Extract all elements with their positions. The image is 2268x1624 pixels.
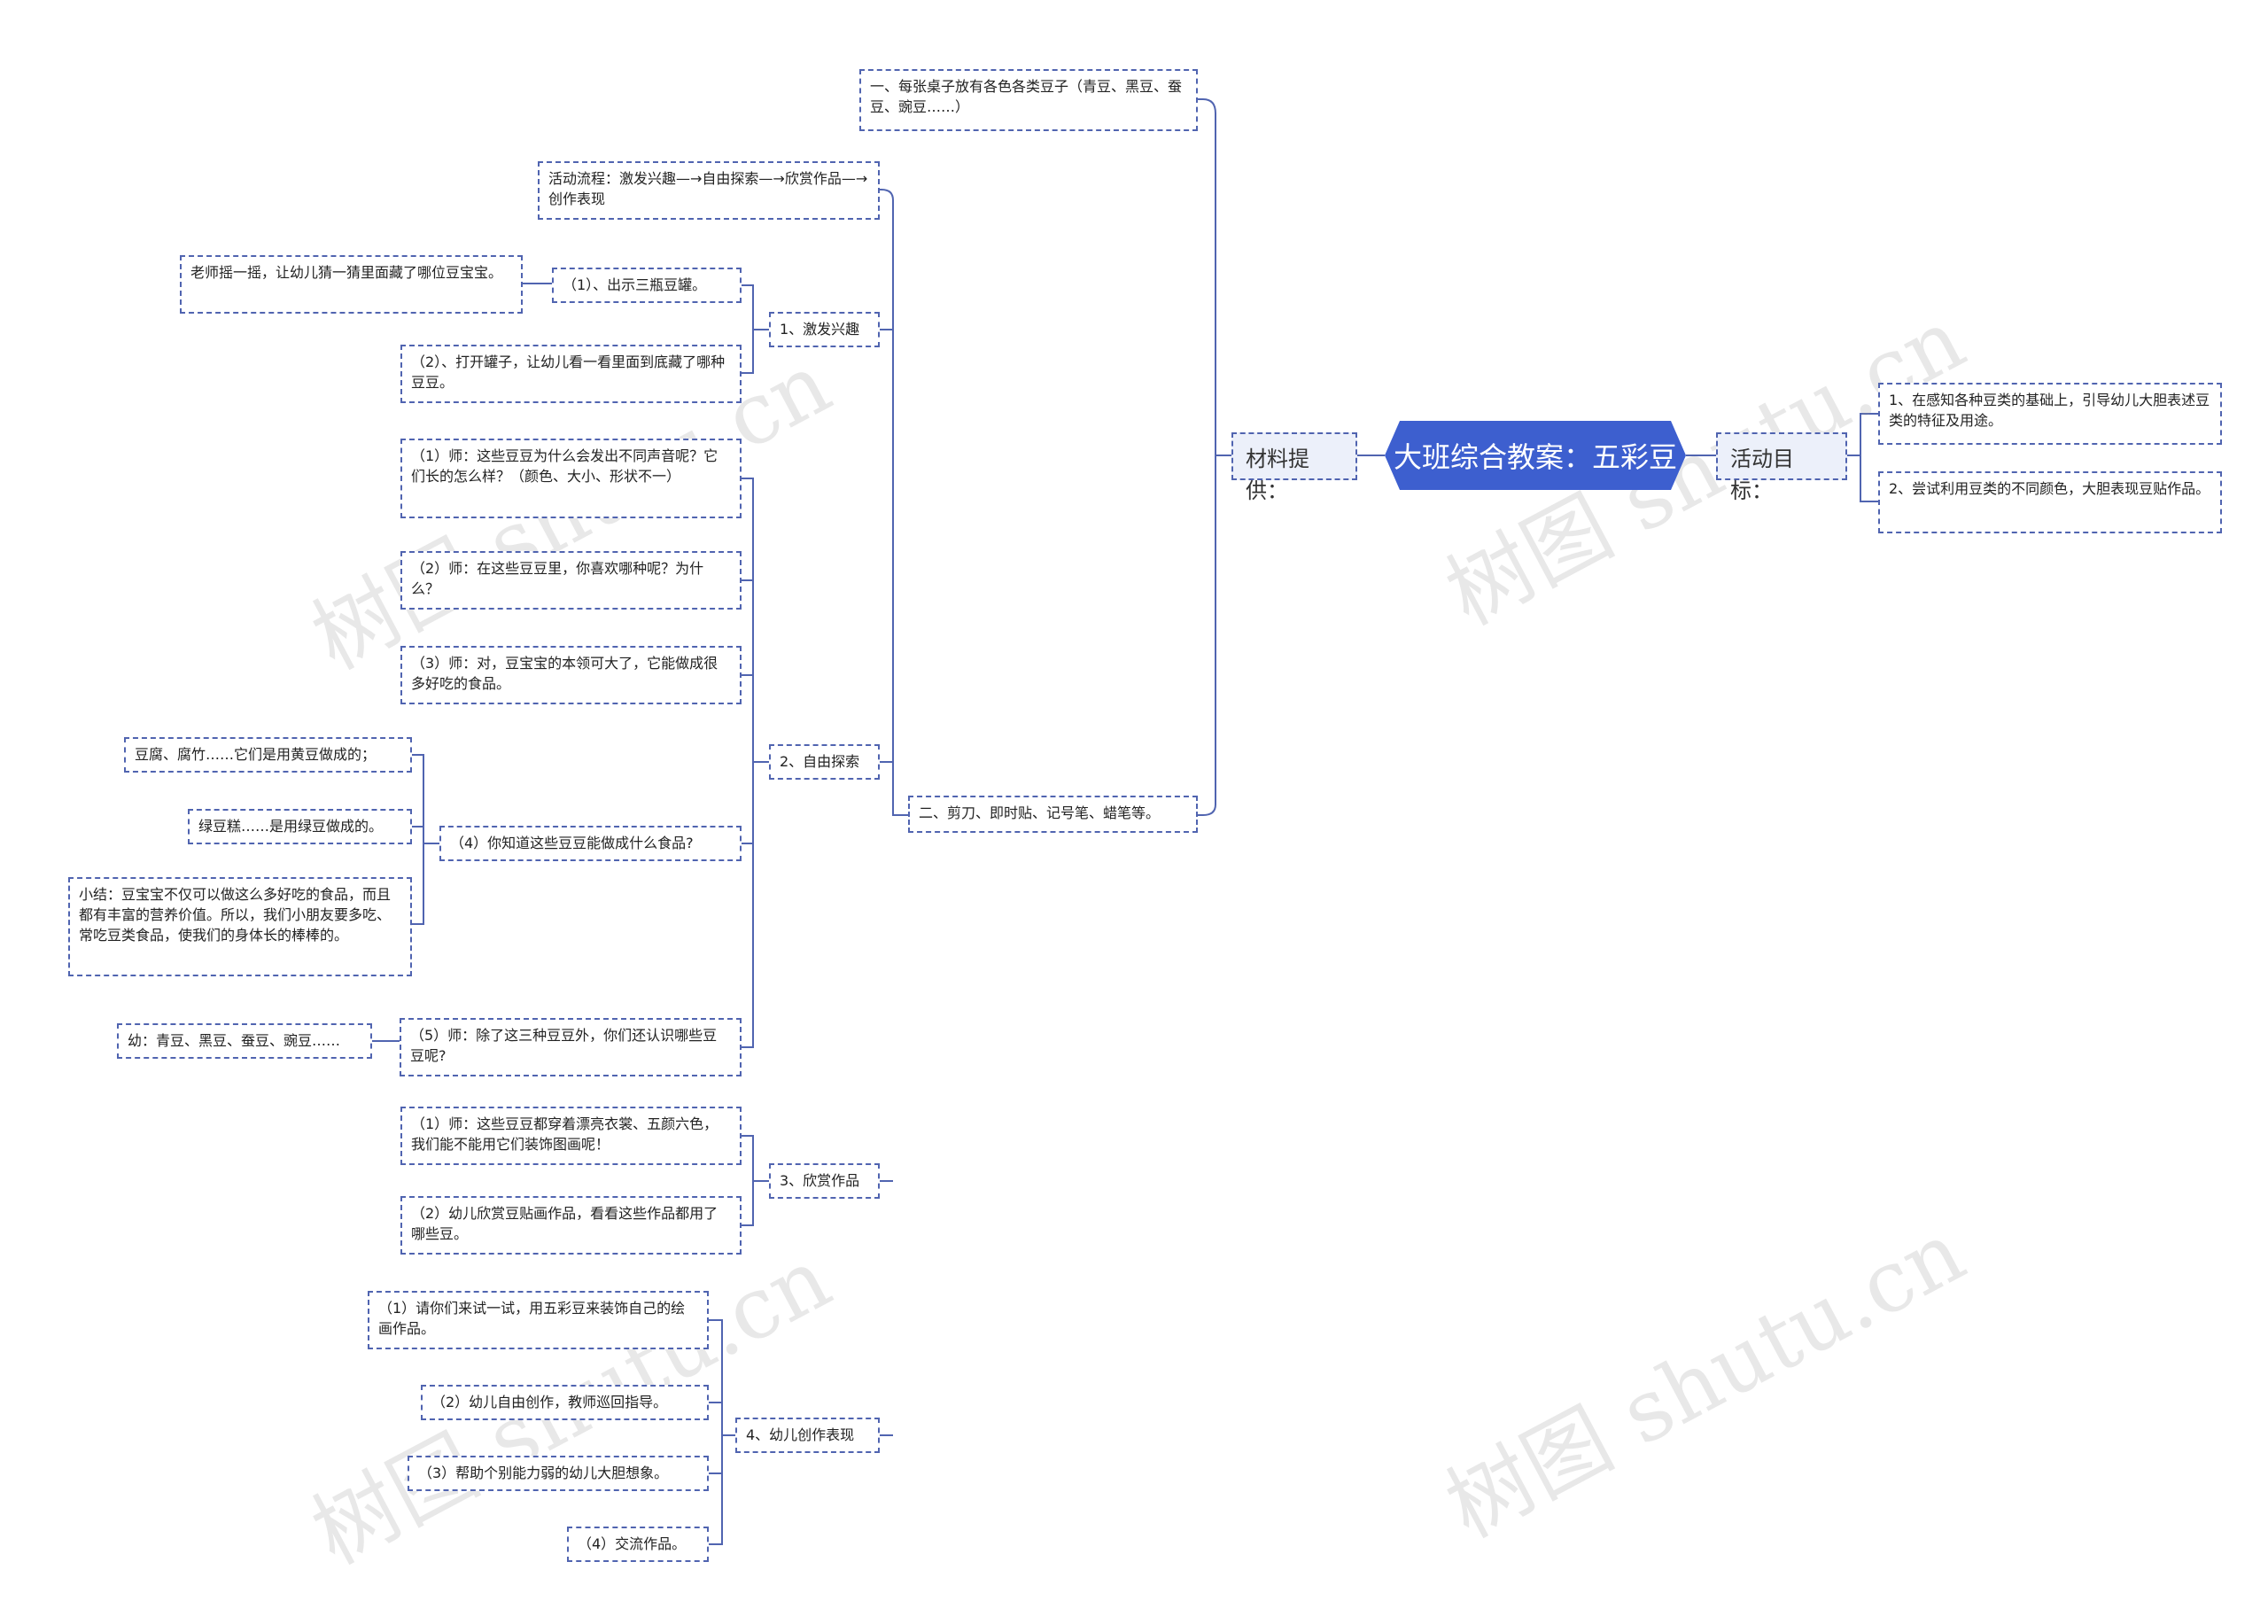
goals-branch-label: 活动目标：	[1730, 447, 1794, 503]
step-item-label: （1）请你们来试一试，用五彩豆来装饰自己的绘画作品。	[378, 1300, 686, 1337]
step-node[interactable]: 4、幼儿创作表现	[735, 1418, 880, 1453]
step-item[interactable]: （1）师：这些豆豆都穿着漂亮衣裳、五颜六色，我们能不能用它们装饰图画呢！	[400, 1107, 742, 1165]
material-item-label: 二、剪刀、即时贴、记号笔、蜡笔等。	[919, 804, 1161, 821]
goal-item-label: 1、在感知各种豆类的基础上，引导幼儿大胆表述豆类的特征及用途。	[1889, 392, 2210, 429]
detail-item[interactable]: 豆腐、腐竹……它们是用黄豆做成的；	[124, 737, 412, 773]
step-item-label: （3）师：对，豆宝宝的本领可大了，它能做成很多好吃的食品。	[411, 655, 718, 692]
step-node-label: 4、幼儿创作表现	[746, 1426, 855, 1443]
step-node[interactable]: 2、自由探索	[769, 744, 880, 780]
step-node-label: 3、欣赏作品	[780, 1172, 860, 1189]
step-item[interactable]: （2）师：在这些豆豆里，你喜欢哪种呢？为什么？	[400, 551, 742, 610]
step-item-label: （2）幼儿欣赏豆贴画作品，看看这些作品都用了哪些豆。	[411, 1205, 718, 1242]
goal-item-label: 2、尝试利用豆类的不同颜色，大胆表现豆贴作品。	[1889, 480, 2210, 497]
step-item-label: （2）幼儿自由创作，教师巡回指导。	[431, 1394, 668, 1410]
materials-branch[interactable]: 材料提供：	[1231, 432, 1357, 503]
detail-item-label: 豆腐、腐竹……它们是用黄豆做成的；	[135, 746, 377, 763]
step-item-label: （2）、打开罐子，让幼儿看一看里面到底藏了哪种豆豆。	[411, 354, 726, 391]
step-item[interactable]: （2）幼儿自由创作，教师巡回指导。	[421, 1385, 709, 1420]
step-item[interactable]: （1）请你们来试一试，用五彩豆来装饰自己的绘画作品。	[368, 1291, 709, 1349]
step-item[interactable]: （3）帮助个别能力弱的幼儿大胆想象。	[408, 1456, 709, 1491]
materials-branch-label: 材料提供：	[1246, 447, 1309, 503]
step-node-label: 1、激发兴趣	[780, 321, 860, 338]
root-topic-label: 大班综合教案：五彩豆	[1393, 440, 1677, 474]
step-item-label: （1）、出示三瓶豆罐。	[563, 276, 707, 293]
root-topic[interactable]: 大班综合教案：五彩豆	[1385, 421, 1686, 490]
step-item[interactable]: （3）师：对，豆宝宝的本领可大了，它能做成很多好吃的食品。	[400, 646, 742, 704]
goal-item[interactable]: 1、在感知各种豆类的基础上，引导幼儿大胆表述豆类的特征及用途。	[1878, 383, 2222, 445]
detail-item-label: 幼：青豆、黑豆、蚕豆、豌豆……	[128, 1032, 341, 1049]
step-item-label: （1）师：这些豆豆都穿着漂亮衣裳、五颜六色，我们能不能用它们装饰图画呢！	[411, 1115, 718, 1153]
detail-item[interactable]: 小结：豆宝宝不仅可以做这么多好吃的食品，而且都有丰富的营养价值。所以，我们小朋友…	[68, 877, 412, 976]
step-item-label: （3）帮助个别能力弱的幼儿大胆想象。	[418, 1465, 669, 1481]
step-item[interactable]: （2）幼儿欣赏豆贴画作品，看看这些作品都用了哪些豆。	[400, 1196, 742, 1255]
step-item-label: （2）师：在这些豆豆里，你喜欢哪种呢？为什么？	[411, 560, 704, 597]
step-item-label: （5）师：除了这三种豆豆外，你们还认识哪些豆豆呢?	[410, 1027, 718, 1064]
material-item[interactable]: 二、剪刀、即时贴、记号笔、蜡笔等。	[908, 796, 1198, 833]
detail-item-label: 绿豆糕……是用绿豆做成的。	[198, 818, 384, 835]
step-item-label: （4）交流作品。	[578, 1535, 687, 1552]
step-item[interactable]: （1）师：这些豆豆为什么会发出不同声音呢？它们长的怎么样？（颜色、大小、形状不一…	[400, 439, 742, 518]
step-item-label: （4）你知道这些豆豆能做成什么食品?	[450, 835, 694, 851]
step-item[interactable]: （1）、出示三瓶豆罐。	[552, 268, 742, 303]
detail-item[interactable]: 老师摇一摇，让幼儿猜一猜里面藏了哪位豆宝宝。	[180, 255, 523, 314]
step-item[interactable]: （5）师：除了这三种豆豆外，你们还认识哪些豆豆呢?	[400, 1018, 742, 1076]
detail-item[interactable]: 绿豆糕……是用绿豆做成的。	[188, 809, 412, 844]
step-item[interactable]: （4）你知道这些豆豆能做成什么食品?	[439, 826, 742, 861]
step-item[interactable]: （2）、打开罐子，让幼儿看一看里面到底藏了哪种豆豆。	[400, 345, 742, 403]
step-node[interactable]: 1、激发兴趣	[769, 312, 880, 347]
step-item[interactable]: （4）交流作品。	[567, 1527, 709, 1562]
material-item[interactable]: 一、每张桌子放有各色各类豆子（青豆、黑豆、蚕豆、豌豆……）	[859, 69, 1198, 131]
step-item-label: （1）师：这些豆豆为什么会发出不同声音呢？它们长的怎么样？（颜色、大小、形状不一…	[411, 447, 718, 485]
process-title[interactable]: 活动流程：激发兴趣—→自由探索—→欣赏作品—→创作表现	[538, 161, 880, 220]
detail-item[interactable]: 幼：青豆、黑豆、蚕豆、豌豆……	[117, 1023, 372, 1059]
goal-item[interactable]: 2、尝试利用豆类的不同颜色，大胆表现豆贴作品。	[1878, 471, 2222, 533]
detail-item-label: 小结：豆宝宝不仅可以做这么多好吃的食品，而且都有丰富的营养价值。所以，我们小朋友…	[79, 886, 392, 944]
step-node-label: 2、自由探索	[780, 753, 860, 770]
material-item-label: 一、每张桌子放有各色各类豆子（青豆、黑豆、蚕豆、豌豆……）	[870, 78, 1183, 115]
process-title-label: 活动流程：激发兴趣—→自由探索—→欣赏作品—→创作表现	[548, 170, 868, 207]
detail-item-label: 老师摇一摇，让幼儿猜一猜里面藏了哪位豆宝宝。	[190, 264, 503, 281]
goals-branch[interactable]: 活动目标：	[1716, 432, 1847, 503]
step-node[interactable]: 3、欣赏作品	[769, 1163, 880, 1199]
